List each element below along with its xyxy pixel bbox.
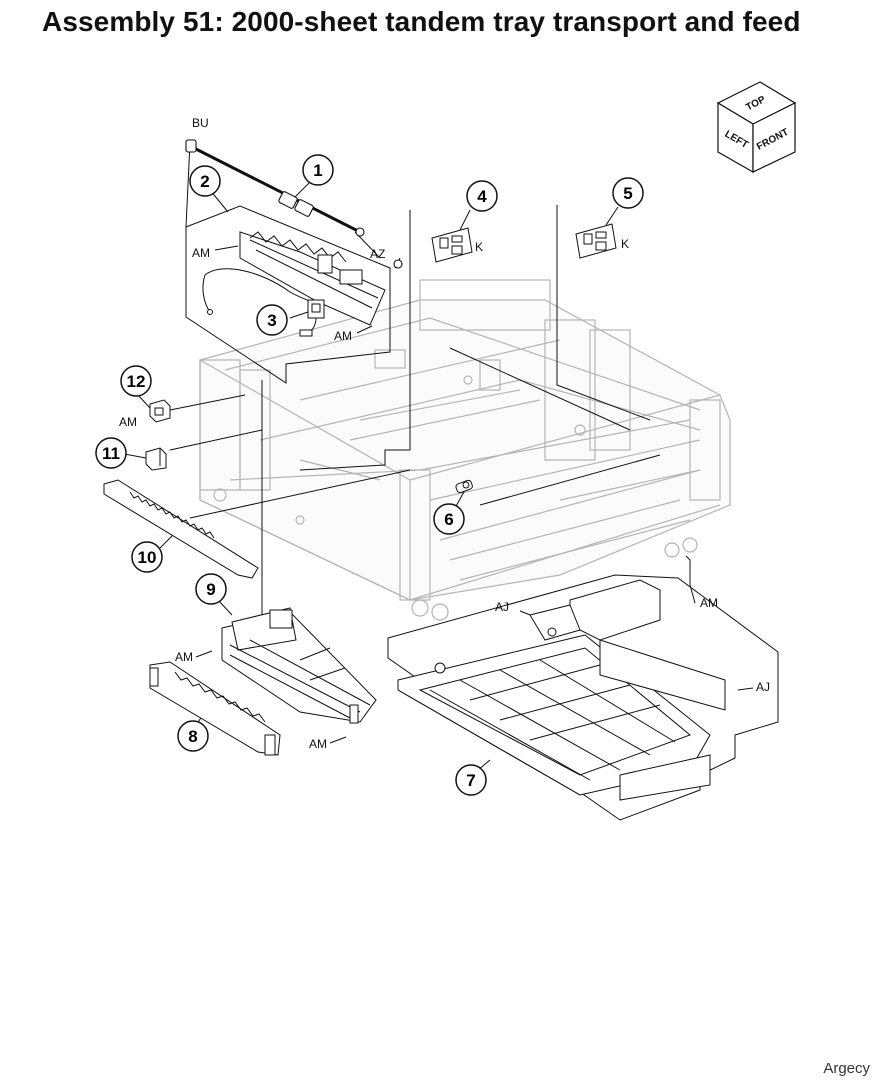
svg-text:4: 4 — [477, 187, 487, 206]
label-aj-right: AJ — [756, 680, 770, 694]
callout-4: 4 — [466, 180, 498, 212]
part-2-feed-assembly — [202, 231, 386, 326]
svg-text:3: 3 — [267, 311, 276, 330]
svg-text:5: 5 — [623, 184, 632, 203]
watermark: Argecy — [823, 1060, 870, 1077]
label-am-frame: AM — [700, 596, 718, 610]
part-8-front-cover — [149, 661, 281, 756]
label-am-9: AM — [175, 650, 193, 664]
part-11-clip — [145, 447, 167, 471]
svg-text:6: 6 — [444, 510, 453, 529]
label-am-8: AM — [309, 737, 327, 751]
part-5-board — [575, 223, 617, 259]
callout-8: 8 — [177, 720, 209, 752]
label-k-5: K — [621, 237, 629, 251]
label-az: AZ — [370, 247, 385, 261]
page-title: Assembly 51: 2000-sheet tandem tray tran… — [42, 6, 801, 37]
label-am-12: AM — [119, 415, 137, 429]
part-10-guide-cover — [103, 479, 259, 579]
part-12-connector — [149, 399, 171, 423]
callout-2: 2 — [189, 165, 221, 197]
callout-5: 5 — [612, 177, 644, 209]
orientation-cube: TOP LEFT FRONT — [716, 81, 797, 174]
svg-text:2: 2 — [200, 172, 209, 191]
callout-9: 9 — [195, 573, 227, 605]
label-bu: BU — [192, 116, 209, 130]
part-7-tray-transport — [397, 579, 726, 801]
label-aj-top: AJ — [495, 600, 509, 614]
callout-3: 3 — [256, 304, 288, 336]
part-4-board — [431, 227, 473, 263]
callout-1: 1 — [302, 154, 334, 186]
label-k-4: K — [475, 240, 483, 254]
connector-labels: BU AZ AM AM K K AM AM AJ AJ AM AM — [119, 116, 770, 751]
callout-12: 12 — [120, 365, 152, 397]
part-6-roller — [455, 479, 473, 494]
part-9-transport-frame — [221, 607, 377, 724]
callout-6: 6 — [433, 503, 465, 535]
label-am-3: AM — [334, 329, 352, 343]
part-1-roller-shaft — [185, 139, 403, 269]
callout-10: 10 — [131, 541, 163, 573]
svg-text:11: 11 — [102, 444, 120, 463]
part-3-sensor — [299, 299, 325, 337]
svg-text:1: 1 — [313, 161, 322, 180]
callout-11: 11 — [95, 437, 127, 469]
label-am-2: AM — [192, 246, 210, 260]
leader-lines — [123, 141, 779, 821]
callout-7: 7 — [455, 764, 487, 796]
svg-text:7: 7 — [466, 771, 475, 790]
svg-text:12: 12 — [127, 372, 146, 391]
svg-text:8: 8 — [188, 727, 197, 746]
svg-text:10: 10 — [138, 548, 157, 567]
svg-text:9: 9 — [206, 580, 215, 599]
